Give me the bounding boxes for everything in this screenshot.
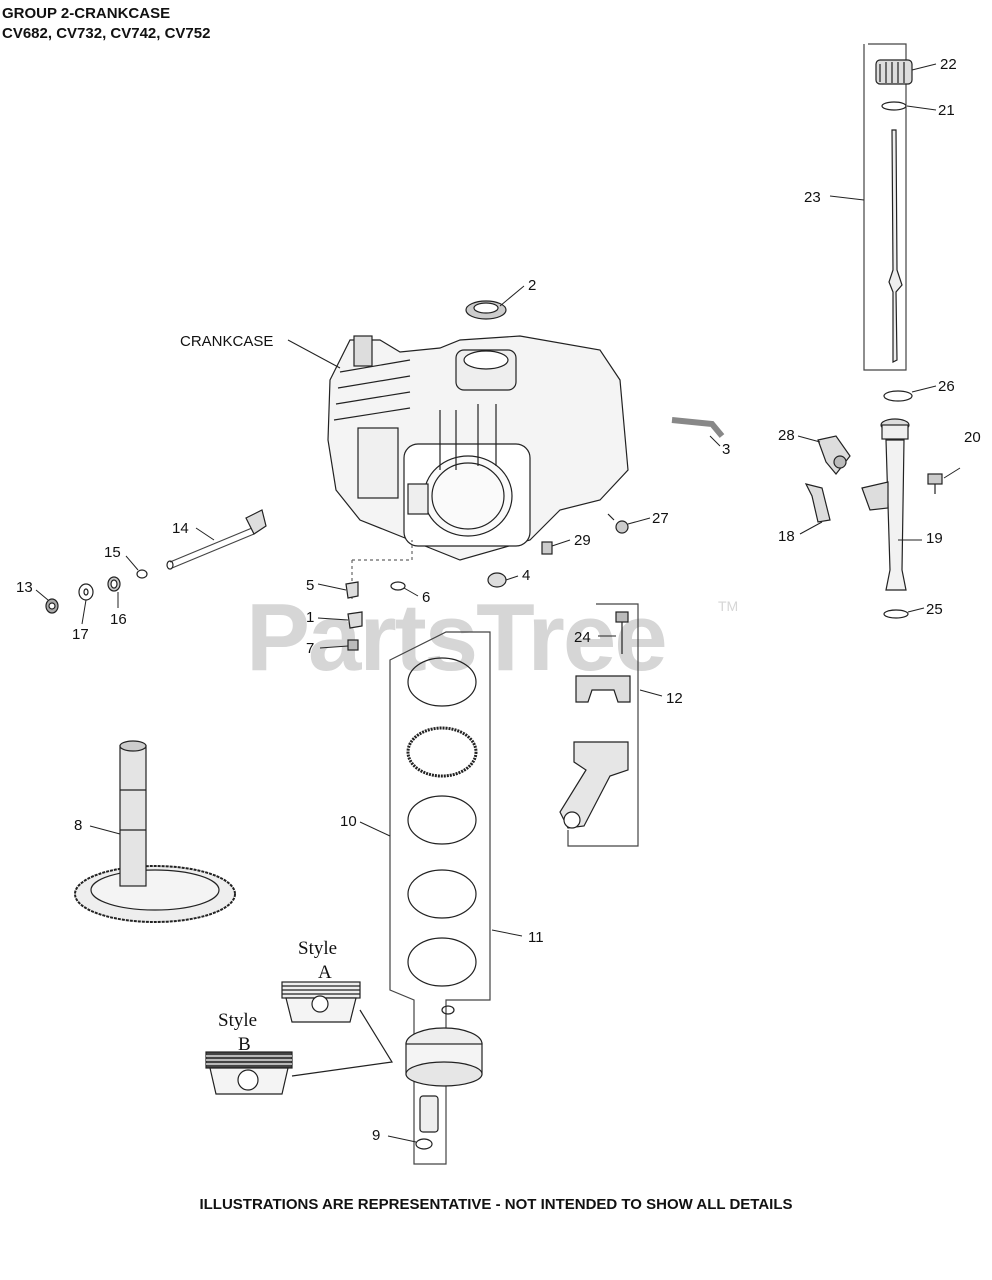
- callout-27: 27: [652, 510, 669, 527]
- tube-oring-part: [883, 390, 913, 402]
- pin-29-part: [541, 541, 553, 555]
- trademark-mark: TM: [718, 598, 739, 614]
- leader-lines: [35, 63, 961, 1143]
- partstree-watermark: PartsTree: [246, 584, 668, 691]
- washer-17-part: [78, 583, 94, 601]
- callout-21: 21: [938, 102, 955, 119]
- dipstick-cap-part: [875, 59, 913, 85]
- callout-7: 7: [306, 640, 314, 657]
- callout-9: 9: [372, 1127, 380, 1144]
- style-b-word: Style: [218, 1010, 257, 1031]
- style-a-word: Style: [298, 938, 337, 959]
- bracket-18-part: [804, 483, 831, 523]
- style-b-piston-part: [205, 1051, 293, 1095]
- connecting-rod-part: [559, 741, 629, 829]
- style-b-letter: B: [238, 1034, 251, 1055]
- bolt-27-part: [607, 513, 629, 534]
- plug-4-part: [487, 572, 507, 588]
- callout-5: 5: [306, 577, 314, 594]
- breather-hose-part: [671, 417, 725, 438]
- callout-18: 18: [778, 528, 795, 545]
- callout-28: 28: [778, 427, 795, 444]
- dipstick-part: [888, 129, 903, 363]
- clip-15-part: [136, 569, 148, 579]
- callout-24: 24: [574, 629, 591, 646]
- callout-15: 15: [104, 544, 121, 561]
- disclaimer-footer: ILLUSTRATIONS ARE REPRESENTATIVE - NOT I…: [199, 1196, 793, 1213]
- screw-7-part: [347, 639, 359, 651]
- screw-20-part: [927, 473, 943, 494]
- callout-8: 8: [74, 817, 82, 834]
- callout-26: 26: [938, 378, 955, 395]
- callout-2: 2: [528, 277, 536, 294]
- group-title: GROUP 2-CRANKCASE: [2, 5, 171, 22]
- callout-11: 11: [528, 929, 544, 946]
- crankcase-pin-leader: [352, 540, 413, 561]
- washer-6-part: [390, 581, 406, 591]
- bracket-1-part: [347, 611, 363, 629]
- bolt-24-part: [615, 611, 629, 654]
- callout-20: 20: [964, 429, 981, 446]
- dipstick-tube-part: [861, 418, 910, 591]
- pin-clip-9-part: [415, 1138, 433, 1150]
- rod-cap-part: [575, 675, 631, 703]
- wrist-pin-part: [419, 1095, 439, 1133]
- callout-6: 6: [422, 589, 430, 606]
- callout-14: 14: [172, 520, 189, 537]
- governor-shaft-part: [166, 509, 267, 570]
- callout-3: 3: [722, 441, 730, 458]
- tube-bottom-oring-part: [883, 609, 909, 619]
- style-a-letter: A: [318, 962, 332, 983]
- style-leader: [291, 1009, 393, 1077]
- callout-22: 22: [940, 56, 957, 73]
- callout-17: 17: [72, 626, 89, 643]
- camshaft-part: [74, 740, 236, 923]
- dipstick-oring-part: [881, 101, 907, 111]
- style-a-piston-part: [281, 981, 361, 1023]
- callout-29: 29: [574, 532, 591, 549]
- washer-16-part: [107, 576, 121, 592]
- callout-4: 4: [522, 567, 530, 584]
- callout-23: 23: [804, 189, 821, 206]
- piston-clip: [441, 1005, 455, 1015]
- dipstick-group-bracket: [863, 43, 907, 371]
- model-list: CV682, CV732, CV742, CV752: [2, 25, 211, 42]
- ring-4: [407, 869, 477, 919]
- callout-13: 13: [16, 579, 33, 596]
- callout-25: 25: [926, 601, 943, 618]
- nut-13-part: [45, 598, 59, 614]
- bracket-5-part: [345, 581, 359, 599]
- ring-1: [407, 657, 477, 707]
- crankcase-part: [327, 335, 629, 561]
- oil-seal-part: [465, 300, 507, 320]
- piston-part: [405, 1027, 483, 1087]
- callout-1: 1: [306, 609, 314, 626]
- ring-3: [407, 795, 477, 845]
- callout-12: 12: [666, 690, 683, 707]
- callout-10: 10: [340, 813, 357, 830]
- crankcase-label: CRANKCASE: [180, 333, 273, 350]
- connecting-rod-group-bracket: [567, 603, 639, 847]
- bracket-28-part: [817, 435, 851, 475]
- callout-16: 16: [110, 611, 127, 628]
- callout-19: 19: [926, 530, 943, 547]
- ring-2: [406, 726, 478, 778]
- ring-5: [407, 937, 477, 987]
